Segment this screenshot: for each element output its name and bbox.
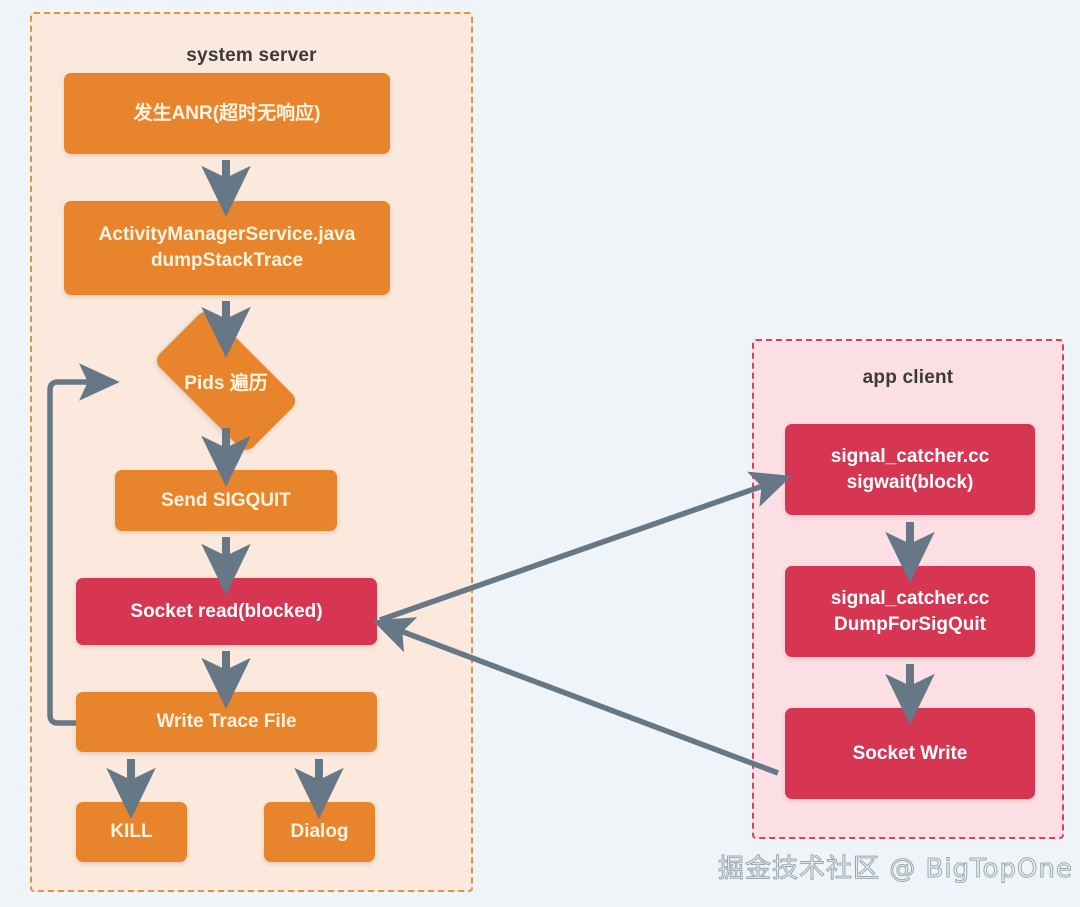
node-sigwait-label-line2: sigwait(block): [846, 471, 974, 493]
node-anr[interactable]: 发生ANR(超时无响应): [64, 73, 390, 154]
node-sigwait-label-line1: signal_catcher.cc: [830, 445, 990, 467]
watermark: 掘金技术社区 @ BigTopOne: [718, 854, 1073, 885]
node-socket-read[interactable]: Socket read(blocked): [76, 578, 377, 645]
node-ams-label-line1: ActivityManagerService.java: [98, 224, 356, 246]
node-write-trace-file-label: Write Trace File: [156, 711, 297, 733]
node-pids-label: Pids 遍历: [184, 372, 268, 394]
node-dump-for-sigquit-label-line2: DumpForSigQuit: [834, 613, 986, 635]
node-ams-label-line2: dumpStackTrace: [150, 250, 304, 271]
node-socket-write[interactable]: Socket Write: [785, 708, 1035, 799]
node-dialog[interactable]: Dialog: [264, 802, 375, 862]
node-socket-read-label: Socket read(blocked): [130, 600, 323, 622]
node-pids-loop[interactable]: Pids 遍历: [110, 307, 342, 455]
node-dump-for-sigquit[interactable]: signal_catcher.cc DumpForSigQuit: [785, 566, 1035, 657]
node-dialog-label: Dialog: [290, 821, 349, 843]
node-kill-label: KILL: [110, 821, 153, 843]
panel-app-client-title: app client: [862, 367, 954, 388]
node-socket-write-label: Socket Write: [852, 742, 968, 764]
node-dump-for-sigquit-label-line1: signal_catcher.cc: [830, 587, 990, 609]
node-sigwait[interactable]: signal_catcher.cc sigwait(block): [785, 424, 1035, 515]
node-kill[interactable]: KILL: [76, 802, 187, 862]
node-send-sigquit[interactable]: Send SIGQUIT: [115, 470, 337, 531]
panel-system-server-title: system server: [186, 45, 317, 66]
node-send-sigquit-label: Send SIGQUIT: [161, 489, 291, 511]
node-write-trace-file[interactable]: Write Trace File: [76, 692, 377, 752]
node-anr-label: 发生ANR(超时无响应): [133, 102, 321, 124]
node-activity-manager-service[interactable]: ActivityManagerService.java dumpStackTra…: [64, 201, 390, 295]
